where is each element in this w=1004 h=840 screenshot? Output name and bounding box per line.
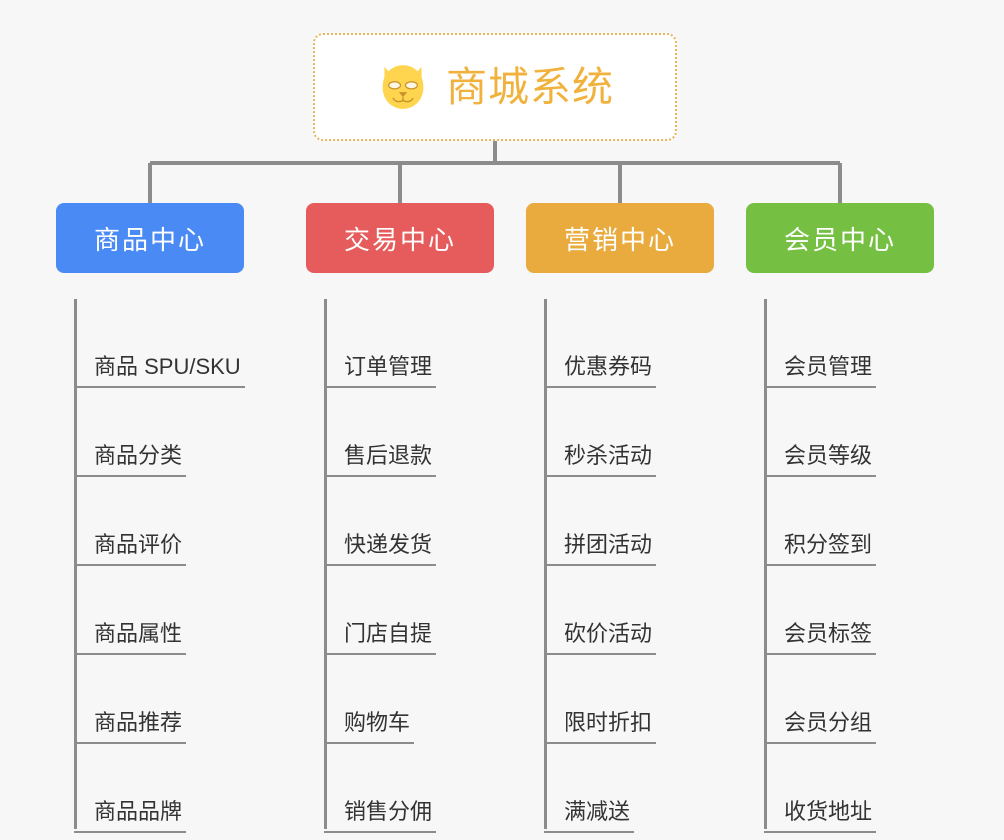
list-item-label: 限时折扣 <box>544 712 657 744</box>
root-node-content: 商城系统 <box>376 60 614 114</box>
category-header-0[interactable]: 商品中心 <box>56 203 244 273</box>
list-item[interactable]: 订单管理 <box>324 299 494 388</box>
list-item[interactable]: 积分签到 <box>764 477 934 566</box>
list-item-label: 优惠券码 <box>544 356 657 388</box>
list-item-label: 商品 SPU/SKU <box>74 356 245 388</box>
list-item-label: 会员标签 <box>764 623 877 655</box>
list-item-label: 会员分组 <box>764 712 877 744</box>
list-item[interactable]: 限时折扣 <box>544 655 714 744</box>
list-item[interactable]: 收货地址 <box>764 744 934 833</box>
list-item[interactable]: 商品评价 <box>74 477 244 566</box>
category-column-3: 会员中心 会员管理 会员等级 积分签到 会员标签 会员分组 收货地址 <box>746 203 934 833</box>
list-item[interactable]: 售后退款 <box>324 388 494 477</box>
list-item-label: 订单管理 <box>324 356 437 388</box>
list-item[interactable]: 快递发货 <box>324 477 494 566</box>
list-item[interactable]: 商品属性 <box>74 566 244 655</box>
list-item-label: 秒杀活动 <box>544 445 657 477</box>
list-item[interactable]: 商品分类 <box>74 388 244 477</box>
list-item[interactable]: 会员管理 <box>764 299 934 388</box>
list-item-label: 拼团活动 <box>544 534 657 566</box>
list-item[interactable]: 秒杀活动 <box>544 388 714 477</box>
dog-face-icon <box>382 65 424 109</box>
list-item[interactable]: 商品推荐 <box>74 655 244 744</box>
list-item-label: 商品品牌 <box>74 801 187 833</box>
list-item-label: 商品推荐 <box>74 712 187 744</box>
category-header-label-1: 交易中心 <box>343 224 456 255</box>
list-item[interactable]: 拼团活动 <box>544 477 714 566</box>
list-item[interactable]: 商品品牌 <box>74 744 244 833</box>
list-item[interactable]: 优惠券码 <box>544 299 714 388</box>
list-item[interactable]: 商品 SPU/SKU <box>74 299 245 388</box>
list-item-label: 积分签到 <box>764 534 877 566</box>
list-item[interactable]: 购物车 <box>324 655 494 744</box>
category-header-label-0: 商品中心 <box>93 224 206 255</box>
list-item-label: 售后退款 <box>324 445 437 477</box>
category-header-2[interactable]: 营销中心 <box>526 203 714 273</box>
category-header-label-2: 营销中心 <box>563 224 676 255</box>
list-item-label: 门店自提 <box>324 623 437 655</box>
list-item-label: 满减送 <box>544 801 635 833</box>
list-item-label: 销售分佣 <box>324 801 437 833</box>
list-item[interactable]: 满减送 <box>544 744 714 833</box>
root-node[interactable]: 商城系统 <box>313 33 677 141</box>
list-item-label: 收货地址 <box>764 801 877 833</box>
root-title: 商城系统 <box>446 63 614 110</box>
category-header-1[interactable]: 交易中心 <box>306 203 494 273</box>
category-items-1: 订单管理 售后退款 快递发货 门店自提 购物车 销售分佣 <box>306 299 494 833</box>
list-item-label: 商品属性 <box>74 623 187 655</box>
list-item[interactable]: 销售分佣 <box>324 744 494 833</box>
list-item-label: 会员管理 <box>764 356 877 388</box>
list-item[interactable]: 门店自提 <box>324 566 494 655</box>
category-column-1: 交易中心 订单管理 售后退款 快递发货 门店自提 购物车 销售分佣 <box>306 203 494 833</box>
category-column-2: 营销中心 优惠券码 秒杀活动 拼团活动 砍价活动 限时折扣 满减送 <box>526 203 714 833</box>
category-column-0: 商品中心 商品 SPU/SKU 商品分类 商品评价 商品属性 商品推荐 商品品牌 <box>56 203 245 833</box>
list-item-label: 购物车 <box>324 712 415 744</box>
category-items-2: 优惠券码 秒杀活动 拼团活动 砍价活动 限时折扣 满减送 <box>526 299 714 833</box>
list-item-label: 会员等级 <box>764 445 877 477</box>
list-item[interactable]: 会员等级 <box>764 388 934 477</box>
category-items-3: 会员管理 会员等级 积分签到 会员标签 会员分组 收货地址 <box>746 299 934 833</box>
category-header-label-3: 会员中心 <box>783 224 896 255</box>
category-items-0: 商品 SPU/SKU 商品分类 商品评价 商品属性 商品推荐 商品品牌 <box>56 299 245 833</box>
list-item[interactable]: 砍价活动 <box>544 566 714 655</box>
list-item-label: 砍价活动 <box>544 623 657 655</box>
list-item-label: 商品评价 <box>74 534 187 566</box>
list-item-label: 快递发货 <box>324 534 437 566</box>
list-item-label: 商品分类 <box>74 445 187 477</box>
category-header-3[interactable]: 会员中心 <box>746 203 934 273</box>
list-item[interactable]: 会员分组 <box>764 655 934 744</box>
list-item[interactable]: 会员标签 <box>764 566 934 655</box>
